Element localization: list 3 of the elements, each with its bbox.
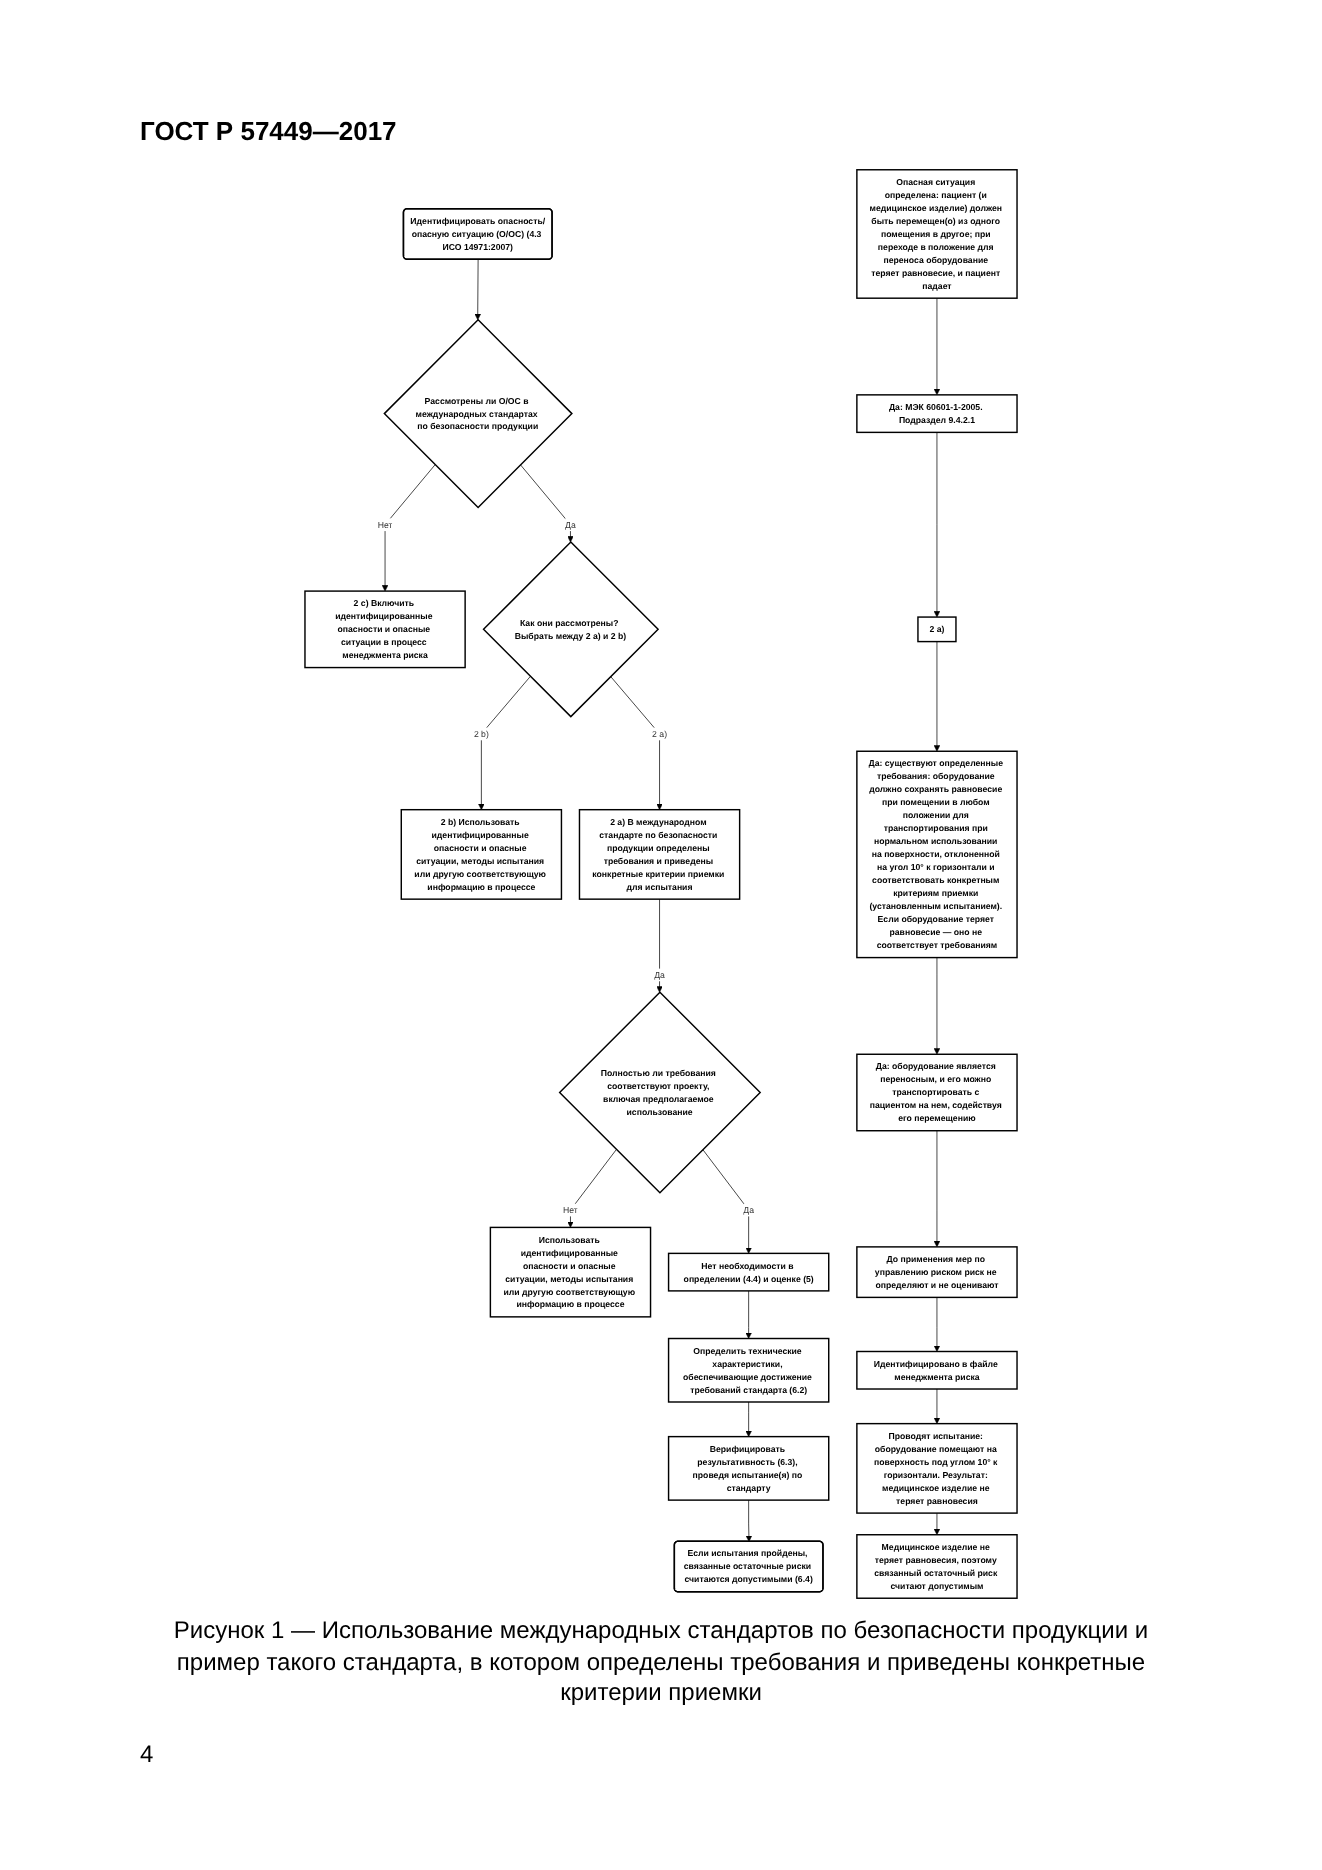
figure-caption: Рисунок 1 — Использование международных стандартов по безопасности продукции и пример такого стандарта, в котором определены требования и приведены конкретные критерии приемки: [171, 1616, 1151, 1710]
document-header: ГОСТ Р 57449—2017: [140, 116, 397, 146]
page-number: 4: [140, 1740, 154, 1768]
